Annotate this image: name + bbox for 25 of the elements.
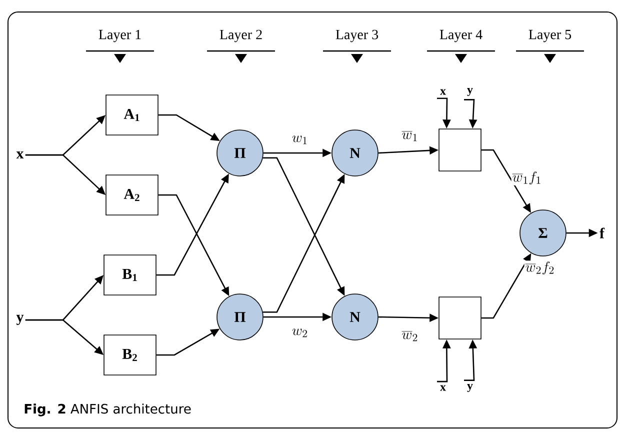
edge-label: $\overline{w}_{1}$ — [400, 130, 420, 142]
layer-label: Layer 5 — [528, 30, 572, 42]
input-label: x — [16, 152, 24, 158]
input-label: x — [440, 385, 446, 391]
input-label: y — [16, 314, 24, 326]
empty-box — [438, 296, 482, 340]
layer-label: Layer 2 — [220, 30, 262, 42]
function-box: A$_{2}$ — [106, 174, 158, 216]
function-box: A$_{1}$ — [106, 94, 158, 136]
edge-label: $\overline{w}_{2}f_{2}$ — [524, 260, 556, 276]
edge-label: $w_{1}$ — [290, 134, 310, 146]
edge-label: $\overline{w}_{2}$ — [400, 330, 420, 342]
input-label: x — [440, 89, 446, 95]
caption: Fig. 2 ANFIS architecture — [24, 404, 191, 416]
function-box: B$_{1}$ — [104, 254, 156, 296]
input-label: f — [600, 228, 605, 238]
layer-label: Layer 1 — [98, 30, 141, 42]
function-box: B$_{2}$ — [104, 334, 156, 376]
input-label: y — [467, 384, 473, 392]
layer-label: Layer 3 — [336, 30, 378, 42]
layer-label: Layer 4 — [440, 30, 482, 42]
edge-label: $\overline{w}_{1}f_{1}$ — [511, 170, 543, 186]
empty-box — [438, 128, 482, 172]
edge-label: $w_{2}$ — [290, 328, 310, 338]
input-label: y — [467, 88, 473, 96]
